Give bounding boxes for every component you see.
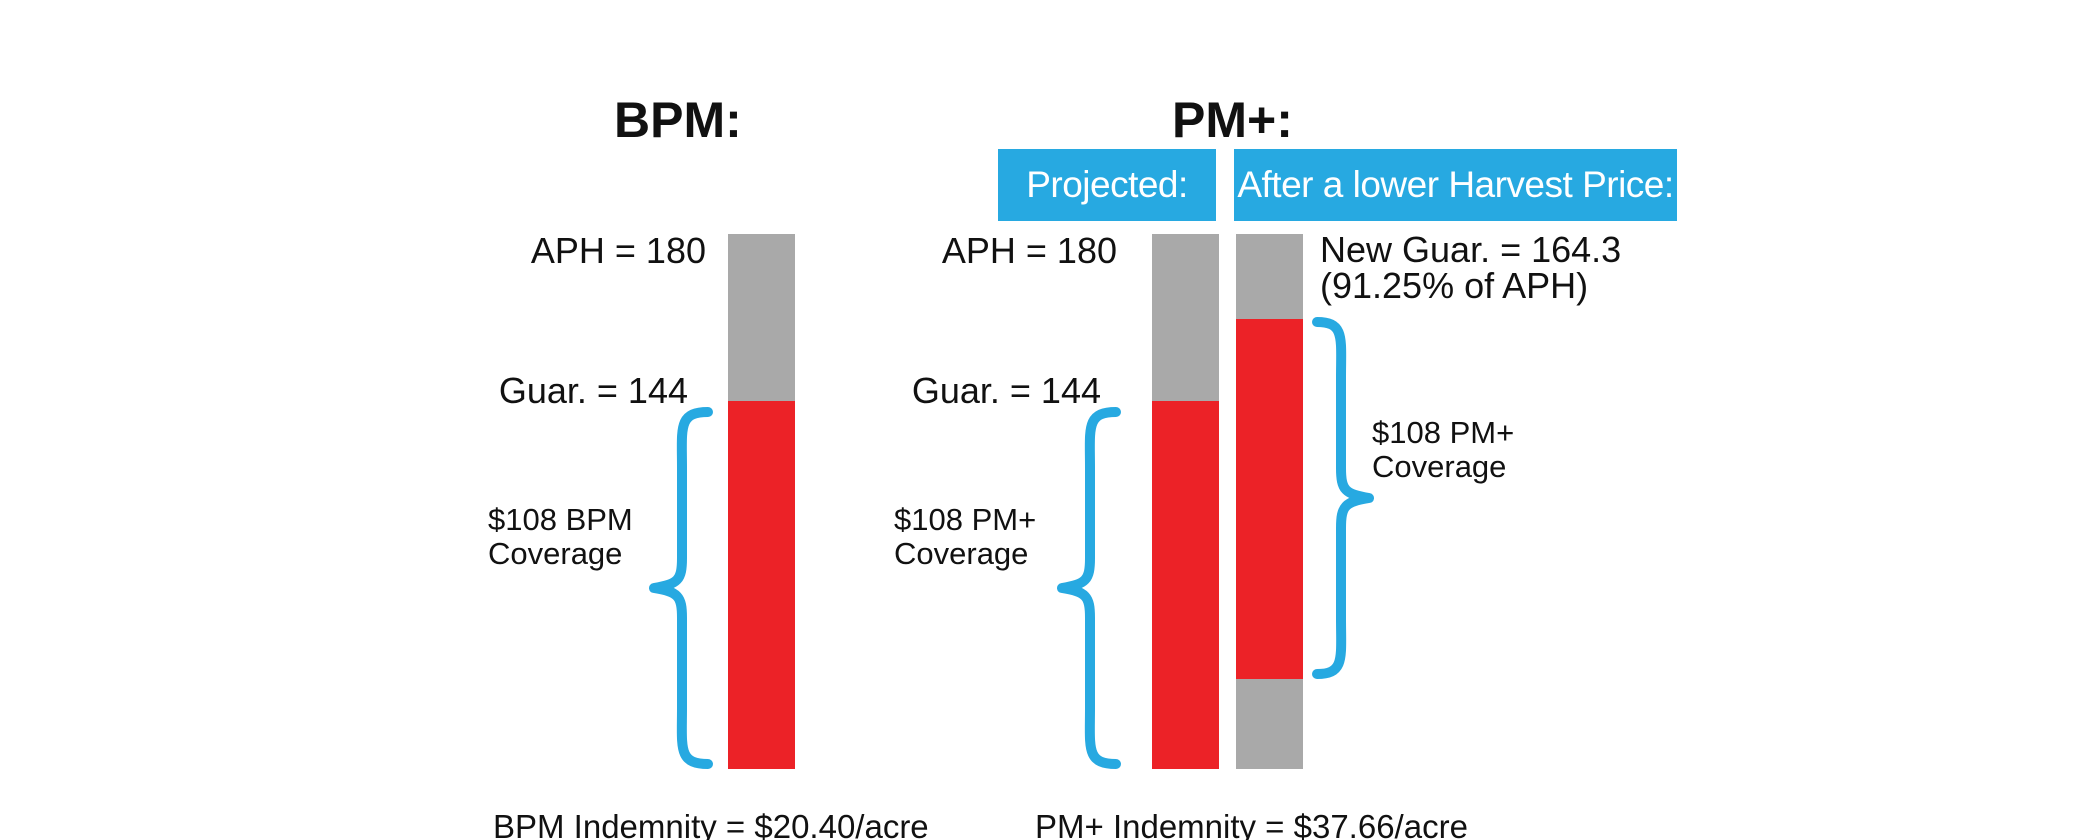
harvest-coverage-line2: Coverage [1372, 449, 1507, 484]
new-guarantee-line2: (91.25% of APH) [1320, 265, 1589, 306]
pm-plus-projected-bar [1152, 234, 1219, 769]
projected-bar-coverage-segment [1152, 401, 1219, 769]
harvest-coverage-label: $108 PM+ Coverage [1372, 416, 1514, 484]
pm-plus-indemnity: PM+ Indemnity = $37.66/acre [1035, 808, 1468, 840]
harvest-coverage-line1: $108 PM+ [1372, 415, 1515, 450]
harvest-bar-coverage-segment [1236, 319, 1303, 679]
bpm-coverage-line1: $108 BPM [488, 502, 633, 537]
harvest-coverage-brace [1312, 317, 1374, 679]
bpm-bar-coverage-segment [728, 401, 795, 769]
pm-plus-coverage-line1: $108 PM+ [894, 502, 1037, 537]
bpm-coverage-label: $108 BPM Coverage [488, 503, 633, 571]
pm-plus-aph-label: APH = 180 [941, 230, 1117, 271]
bpm-heading: BPM: [614, 92, 742, 148]
bpm-bar [728, 234, 795, 769]
pm-plus-coverage-brace [1057, 407, 1121, 769]
bpm-coverage-line2: Coverage [488, 536, 623, 571]
pm-plus-heading: PM+: [1172, 92, 1293, 148]
pm-plus-coverage-line2: Coverage [894, 536, 1029, 571]
new-guarantee-line1: New Guar. = 164.3 [1320, 229, 1622, 270]
projected-bar-uncovered-segment [1152, 234, 1219, 401]
projected-tag: Projected: [998, 149, 1216, 221]
pm-plus-coverage-label: $108 PM+ Coverage [894, 503, 1036, 571]
harvest-bar-bottom-segment [1236, 679, 1303, 769]
bpm-guar-label: Guar. = 144 [498, 370, 688, 411]
bpm-aph-label: APH = 180 [530, 230, 706, 271]
bpm-bar-uncovered-segment [728, 234, 795, 401]
pm-plus-harvest-bar [1236, 234, 1303, 769]
pm-plus-guar-label: Guar. = 144 [911, 370, 1101, 411]
harvest-bar-top-segment [1236, 234, 1303, 319]
harvest-price-tag: After a lower Harvest Price: [1234, 149, 1677, 221]
new-guarantee-label: New Guar. = 164.3 (91.25% of APH) [1320, 232, 1621, 304]
bpm-indemnity: BPM Indemnity = $20.40/acre [493, 808, 929, 840]
bpm-coverage-brace [649, 407, 713, 769]
